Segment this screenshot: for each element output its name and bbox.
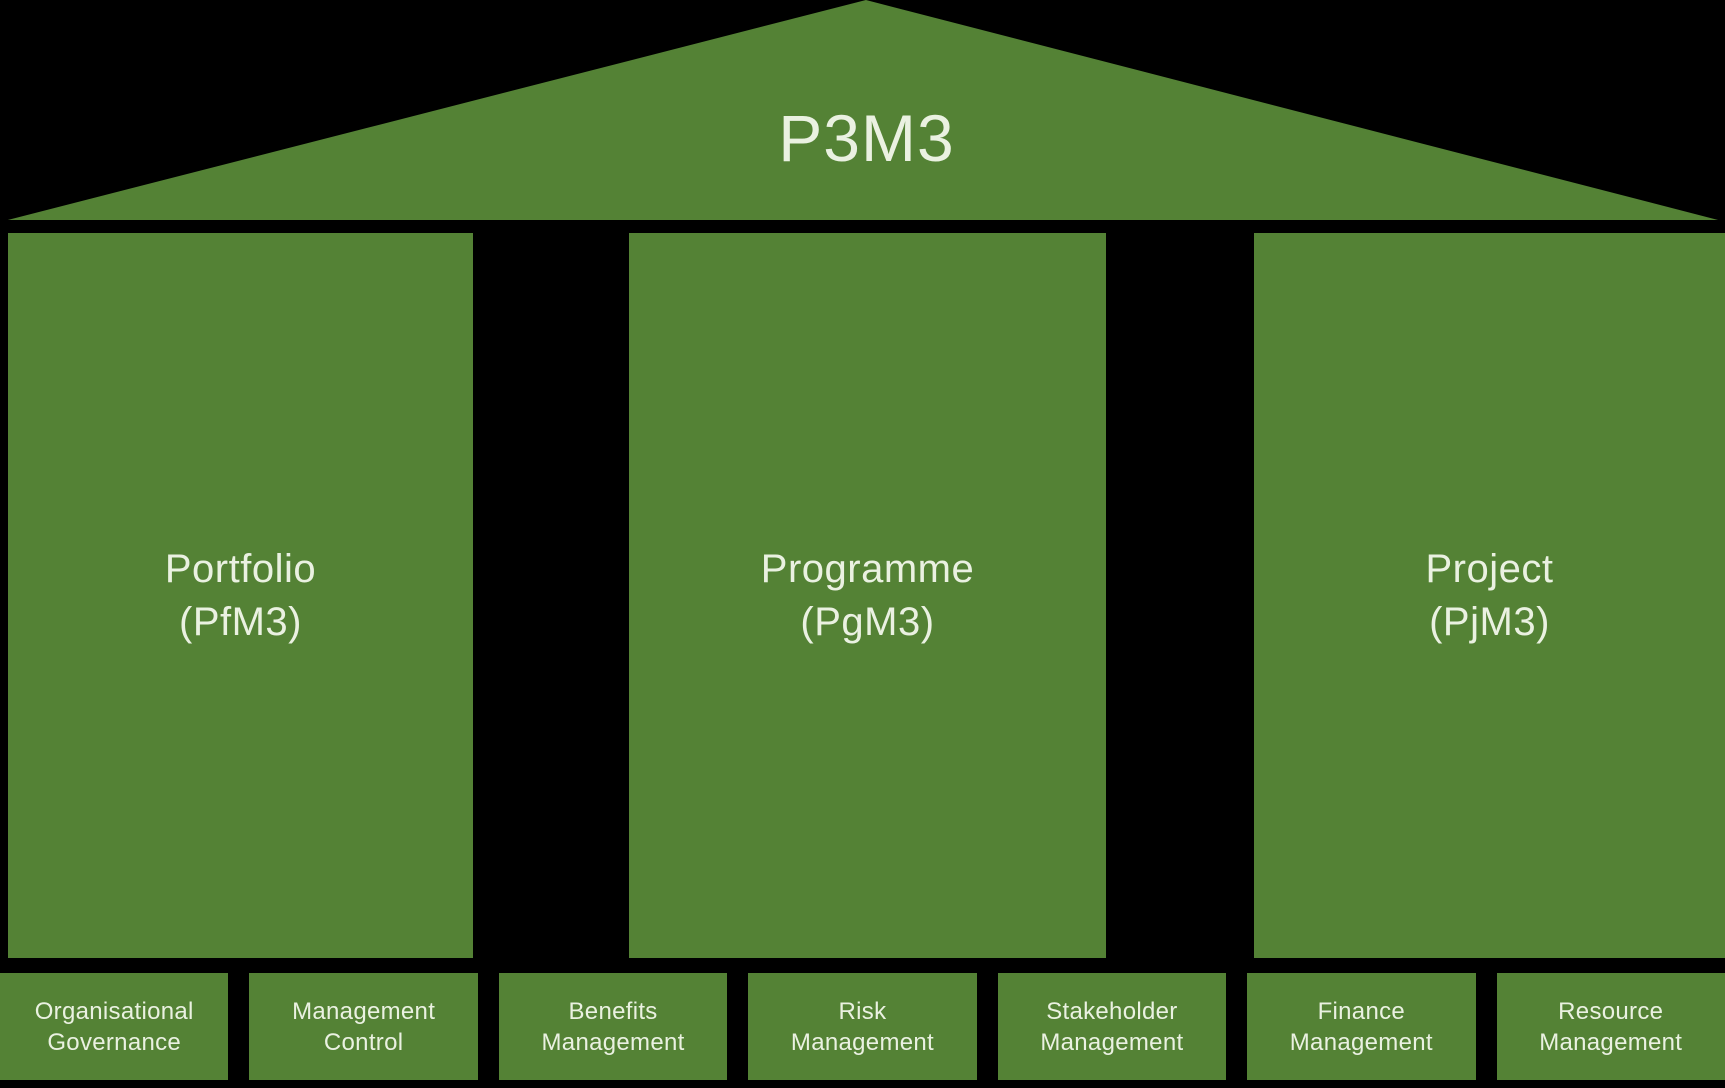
pillar-project-label: Project (PjM3) bbox=[1426, 543, 1554, 649]
pillar-project-code: (PjM3) bbox=[1429, 599, 1550, 644]
foundation-row: Organisational Governance Management Con… bbox=[0, 973, 1725, 1080]
foundation-block-label: Risk Management bbox=[790, 997, 935, 1056]
foundation-block-risk-management: Risk Management bbox=[748, 973, 977, 1080]
pillar-project: Project (PjM3) bbox=[1254, 233, 1725, 958]
pillar-programme-name: Programme bbox=[760, 546, 975, 591]
pillar-programme-code: (PgM3) bbox=[800, 599, 935, 644]
foundation-block-label: Resource Management bbox=[1539, 997, 1683, 1056]
diagram-title: P3M3 bbox=[778, 101, 955, 175]
foundation-block-label: Management Control bbox=[292, 997, 436, 1056]
foundation-block-label: Stakeholder Management bbox=[1040, 997, 1184, 1056]
foundation-block-management-control: Management Control bbox=[249, 973, 478, 1080]
foundation-block-label: Benefits Management bbox=[541, 997, 685, 1056]
pillar-portfolio-label: Portfolio (PfM3) bbox=[165, 543, 316, 649]
foundation-block-stakeholder-management: Stakeholder Management bbox=[997, 973, 1227, 1080]
foundation-block-label: Organisational Governance bbox=[34, 997, 194, 1056]
foundation-block-benefits-management: Benefits Management bbox=[498, 973, 728, 1080]
pillar-portfolio-code: (PfM3) bbox=[179, 599, 302, 644]
pillar-programme: Programme (PgM3) bbox=[629, 233, 1106, 958]
pillar-portfolio: Portfolio (PfM3) bbox=[8, 233, 473, 958]
foundation-block-label: Finance Management bbox=[1289, 997, 1433, 1056]
foundation-block-resource-management: Resource Management bbox=[1496, 973, 1725, 1080]
foundation-block-finance-management: Finance Management bbox=[1247, 973, 1476, 1080]
pillar-portfolio-name: Portfolio bbox=[164, 546, 317, 591]
pillar-project-name: Project bbox=[1425, 546, 1554, 591]
foundation-block-organisational-governance: Organisational Governance bbox=[0, 973, 229, 1080]
pillar-programme-label: Programme (PgM3) bbox=[761, 543, 974, 649]
